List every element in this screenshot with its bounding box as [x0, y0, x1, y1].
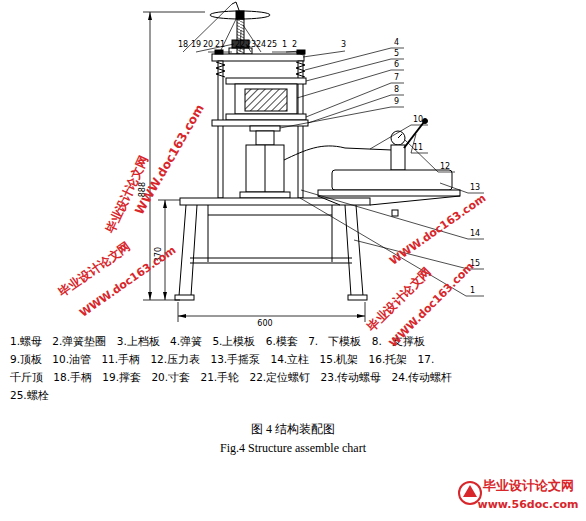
jack-ram [256, 131, 274, 145]
callout-number: 19 [191, 40, 201, 49]
callout-number: 6 [394, 60, 399, 69]
pressure-gauge [391, 131, 405, 145]
callout-number: 11 [413, 143, 423, 152]
pump-plate [318, 190, 460, 196]
callout-number: 23 [246, 40, 256, 49]
spring [296, 62, 305, 77]
callout-number: 4 [394, 38, 399, 47]
callout-number: 25 [267, 40, 277, 49]
watermark: WWW.doc163.com [78, 244, 179, 320]
oil-pipe [284, 146, 392, 160]
callout-number: 3 [341, 40, 346, 49]
press-body [175, 2, 460, 300]
callout-number: 1 [470, 286, 475, 295]
watermark: 毕业设计论文网 [483, 479, 574, 494]
parts-list-line: 9.顶板 10.油管 11.手柄 12.压力表 13.手摇泵 14.立柱 15.… [10, 353, 434, 365]
dimension-value: 600 [257, 319, 272, 328]
hand-pump [391, 145, 405, 170]
callout-number: 10 [413, 115, 423, 124]
spring [216, 62, 225, 77]
lower-template [226, 114, 306, 120]
callout-number: 8 [394, 85, 399, 94]
watermark: www.56doc.com [478, 499, 579, 512]
callout-number: 12 [440, 162, 450, 171]
callout-number: 18 [178, 40, 188, 49]
figure-caption: 图 4 结构装配图 [251, 423, 335, 437]
upper-template [226, 78, 306, 84]
callout-number: 9 [394, 97, 399, 106]
column [218, 61, 223, 198]
callout-number: 13 [470, 183, 480, 192]
parts-list-line: 千斤顶 18.手柄 19.撑套 20.寸套 21.手轮 22.定位螺钉 23.传… [10, 371, 452, 383]
table-top [180, 198, 370, 205]
leader-lines [183, 4, 484, 296]
parts-list-line: 1.螺母 2.弹簧垫圈 3.上档板 4.弹簧 5.上模板 6.模套 7. 下模板… [10, 335, 425, 347]
top-plate [250, 126, 280, 131]
oil-tank [332, 170, 452, 190]
parts-list-line: 25.螺栓 [10, 389, 49, 401]
watermark: 毕业设计论文网 [365, 265, 434, 334]
callout-number: 2 [292, 40, 297, 49]
callout-number: 7 [394, 73, 399, 82]
handwheel [210, 11, 270, 19]
callout-number: 1 [282, 40, 287, 49]
callout-number: 14 [470, 229, 480, 238]
dimension-arrows [148, 12, 365, 318]
callout-number: 5 [394, 49, 399, 58]
callout-number: 24 [256, 40, 266, 49]
die-sleeve [235, 84, 297, 114]
callout-number: 22 [235, 40, 245, 49]
drive-screw [237, 19, 244, 59]
callout-number: 21 [215, 40, 225, 49]
jack [246, 145, 284, 192]
caption-english: Fig.4 Structure assemble chart [220, 442, 366, 456]
die-cavity [245, 89, 287, 111]
dimension-lines [143, 12, 365, 322]
upper-baffle [212, 54, 304, 61]
callout-number: 20 [203, 40, 213, 49]
